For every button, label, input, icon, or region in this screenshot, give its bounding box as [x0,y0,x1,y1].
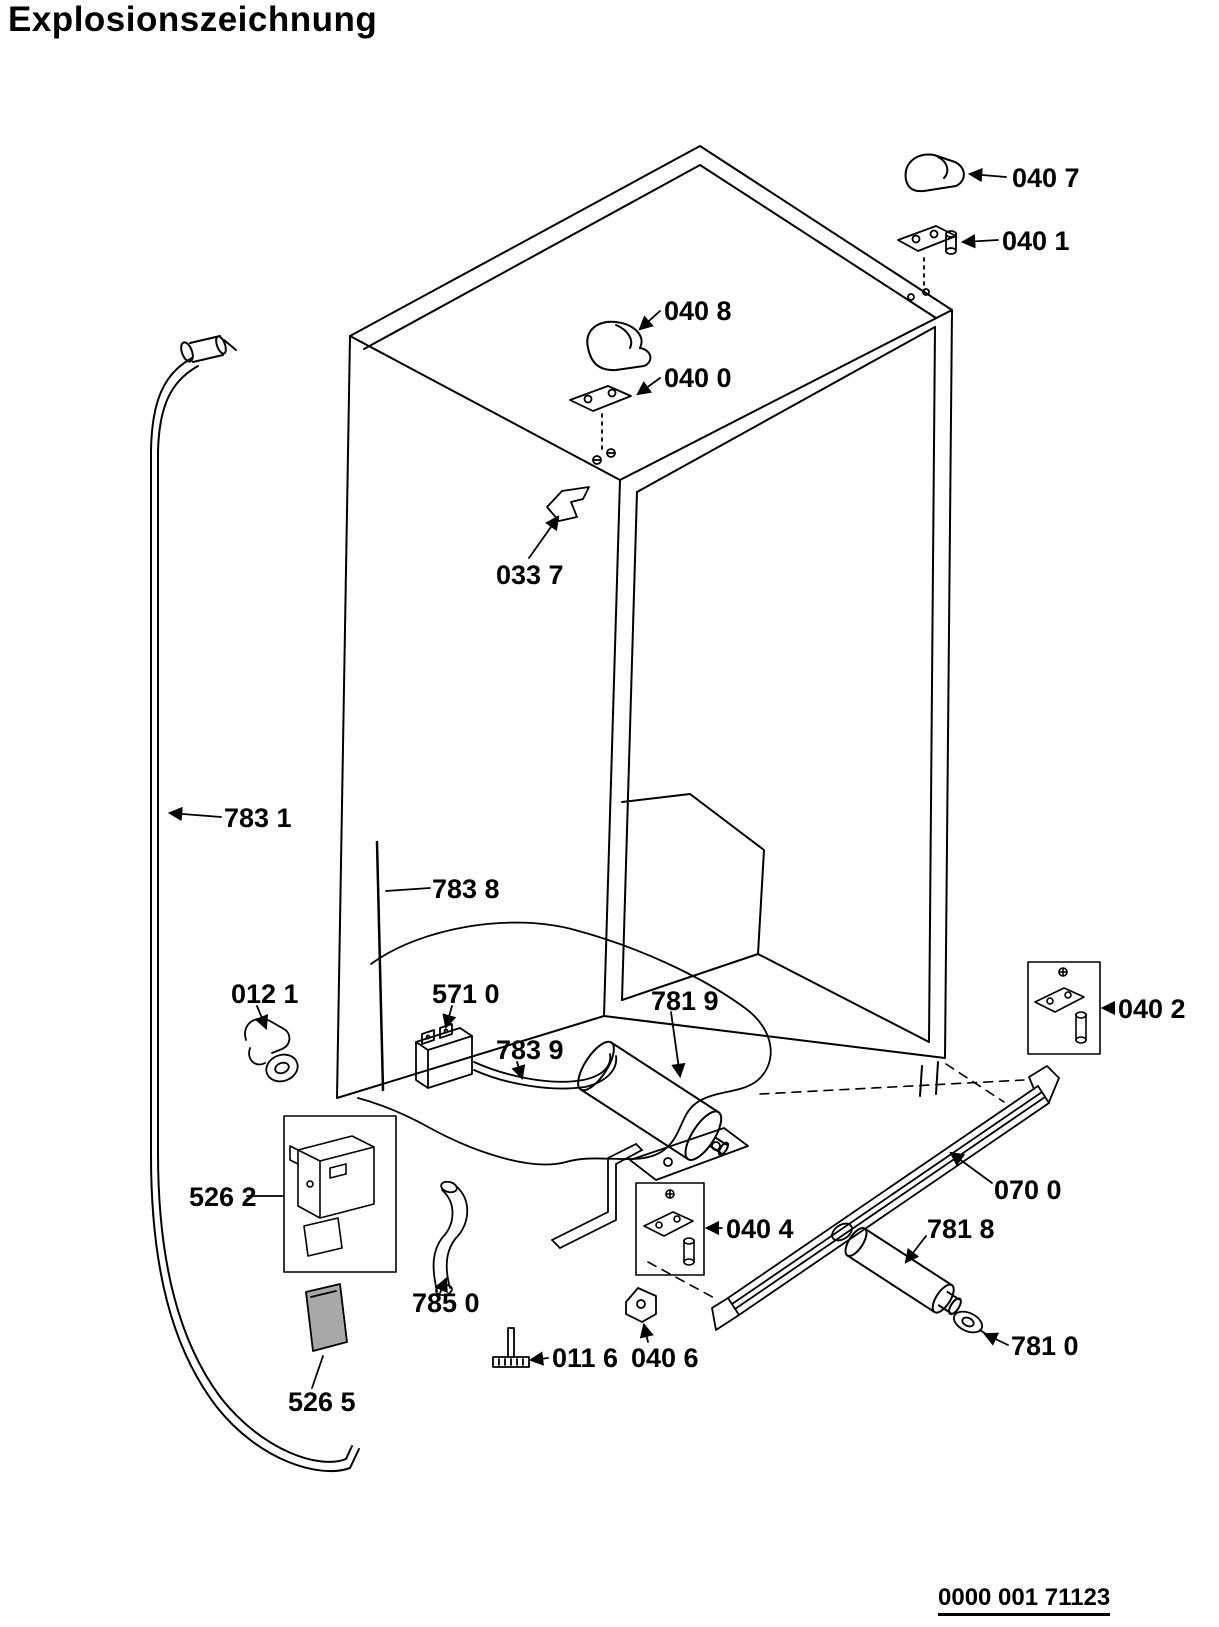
part-label-040-4: 040 4 [726,1214,794,1244]
hinge-mount-holes [592,257,930,465]
part-label-526-5: 526 5 [288,1387,356,1417]
drawing-040-1 [897,225,957,255]
leader-lines [167,167,1116,1389]
drawing-781-9 [577,1040,749,1181]
part-label-040-0: 040 0 [664,363,732,393]
part-label-033-7: 033 7 [496,560,564,590]
part-label-040-7: 040 7 [1012,163,1080,193]
drawing-040-8 [586,320,652,372]
part-label-011-6: 011 6 [552,1343,619,1373]
drawing-040-6 [625,1287,657,1323]
part-label-571-0: 571 0 [432,979,500,1009]
part-label-526-2: 526 2 [189,1182,257,1212]
part-label-783-8: 783 8 [432,874,500,904]
drawing-012-1 [244,1017,299,1083]
part-label-070-0: 070 0 [994,1175,1062,1205]
part-label-781-0: 781 0 [1011,1331,1079,1361]
part-label-783-1: 783 1 [224,803,292,833]
drawing-526-2 [283,1115,397,1273]
drawing-033-7 [546,486,590,522]
machine-compartment-outline [357,921,772,1166]
part-label-785-0: 785 0 [412,1288,480,1318]
part-label-040-1: 040 1 [1002,226,1070,256]
doc-number: 0000 001 71123 [938,1584,1111,1616]
drawing-040-0 [569,385,632,412]
hidden-edge-dashes [647,1063,1025,1301]
page-title: Explosionszeichnung [8,0,378,39]
cabinet-body [336,145,953,1099]
drawing-526-5 [305,1283,348,1352]
part-label-040-8: 040 8 [664,296,732,326]
part-label-783-9: 783 9 [496,1035,564,1065]
drawing-571-0 [415,1023,473,1089]
part-label-012-1: 012 1 [231,979,299,1009]
drawing-783-8 [375,840,385,1092]
drawing-040-4 [635,1182,705,1276]
part-label-781-8: 781 8 [927,1214,995,1244]
drawing-011-6 [492,1327,530,1368]
part-label-040-2: 040 2 [1118,994,1186,1024]
drawing-783-1 [150,335,360,1472]
part-label-781-9: 781 9 [651,986,719,1016]
drawing-785-0 [432,1180,469,1297]
drawing-040-2 [1027,961,1101,1055]
drawing-040-7 [904,153,965,193]
drawing-070-0 [711,1065,1060,1331]
part-label-040-6: 040 6 [631,1343,699,1373]
bottom-panel [551,1143,643,1249]
